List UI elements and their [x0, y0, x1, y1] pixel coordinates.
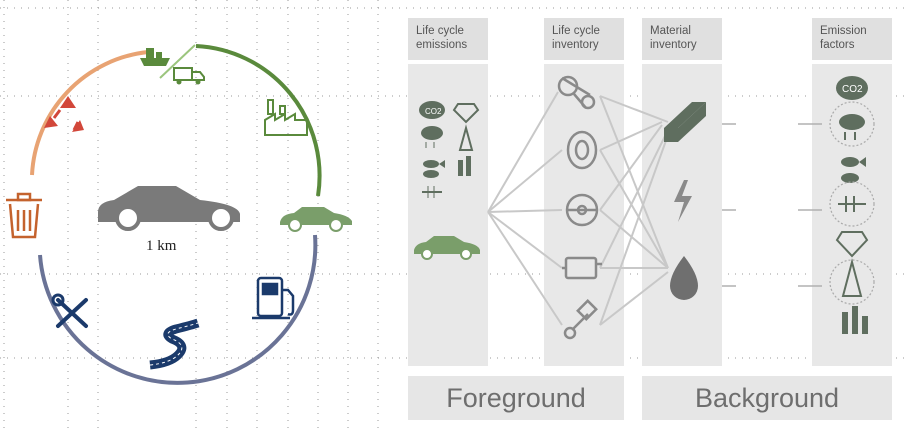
transport-icon: [140, 44, 205, 85]
lifecycle-cycle: [6, 44, 352, 385]
factor-groupings: [829, 101, 875, 305]
steel-beam-icon: [664, 102, 706, 142]
smokestack-icon: [842, 306, 868, 334]
co2-cloud-icon: CO2: [836, 76, 868, 100]
diamond-icon: [452, 103, 480, 124]
lightning-icon: [674, 180, 692, 222]
co2-cloud-icon: CO2: [419, 101, 445, 119]
rain-cloud-icon: [839, 114, 865, 140]
foreground-band: Foreground: [408, 376, 624, 420]
header-material-inventory: Material inventory: [642, 18, 722, 60]
manufacturing-arc: [195, 44, 322, 197]
emission-icons: CO2: [419, 101, 480, 198]
connector-lines: [487, 91, 669, 326]
piston-icon: [563, 299, 598, 340]
header-lca-emissions: Life cycle emissions: [408, 18, 488, 60]
header-lca-inventory: Life cycle inventory: [544, 18, 624, 60]
smokestack-icon: [458, 156, 471, 176]
tools-icon: [51, 293, 88, 328]
background-links: [722, 123, 822, 287]
fish-bone-icon: [838, 196, 866, 212]
belt-icon: [557, 75, 596, 110]
engine-icon: [562, 256, 602, 280]
factor-icons: CO2: [835, 76, 869, 334]
lca-car-icon: [414, 236, 480, 260]
oil-rig-icon: [841, 258, 863, 297]
fish-bone-icon: [422, 186, 442, 198]
fuel-pump-icon: [252, 276, 295, 320]
tire-icon: [566, 130, 598, 170]
svg-text:CO2: CO2: [425, 107, 442, 116]
fish-icon: [841, 157, 866, 183]
oil-drop-icon: [670, 256, 698, 300]
fish-icon: [423, 160, 445, 178]
factory-icon: [264, 99, 308, 136]
rain-cloud-icon: [421, 126, 443, 148]
road-icon: [149, 318, 200, 370]
oil-rig-icon: [458, 124, 474, 151]
use-phase-arc: [38, 234, 318, 385]
end-of-life-arc: [30, 50, 149, 176]
center-car-icon: [98, 186, 240, 231]
svg-text:CO2: CO2: [842, 84, 863, 95]
trash-icon: [6, 192, 42, 239]
steering-wheel-icon: [565, 193, 599, 227]
header-emission-factors: Emission factors: [812, 18, 892, 60]
recycle-icon: [44, 96, 84, 132]
car-icon: [280, 207, 352, 232]
diamond-icon: [835, 231, 869, 258]
background-band: Background: [642, 376, 892, 420]
center-distance-label: 1 km: [146, 238, 177, 254]
